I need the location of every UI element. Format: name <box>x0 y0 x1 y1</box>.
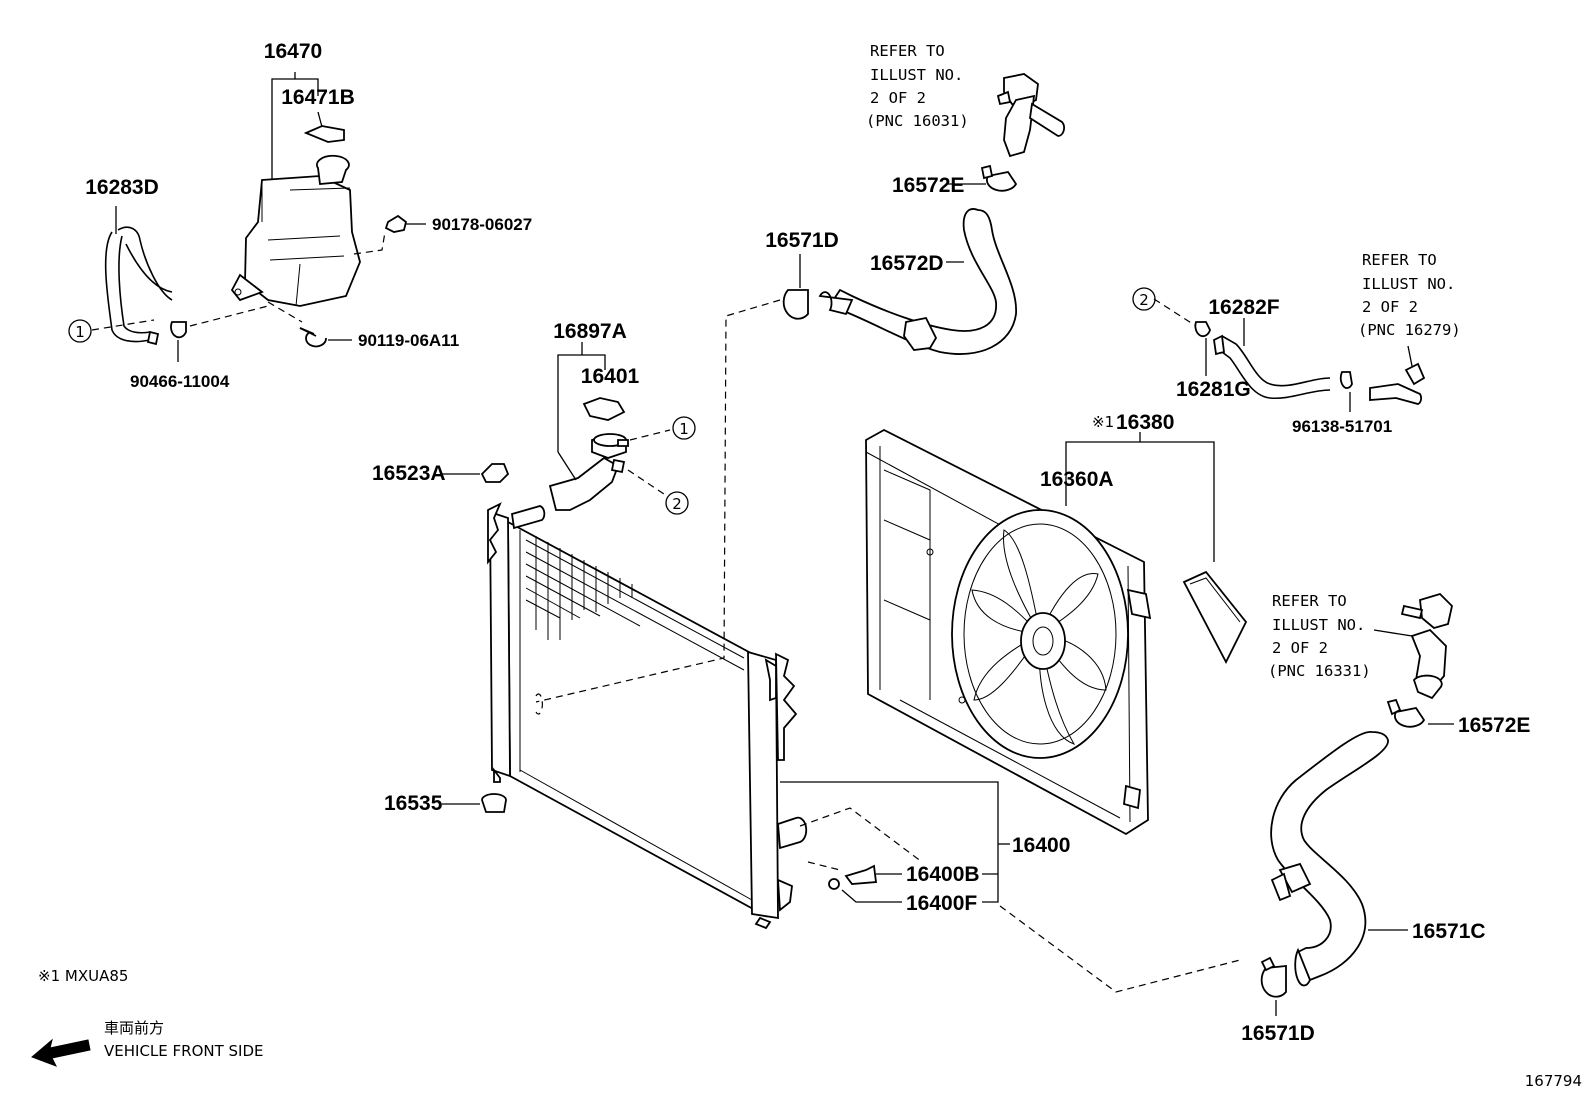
svg-text:REFER TO: REFER TO <box>1272 592 1347 610</box>
svg-text:2: 2 <box>1139 291 1149 309</box>
fan-shroud-assembly <box>865 428 1248 836</box>
fan-motor-hub <box>1020 612 1066 670</box>
part-label-16400F: 16400F <box>906 892 977 915</box>
part-label-16380: 16380 <box>1116 411 1174 434</box>
water-inlet-icon <box>1419 592 1453 629</box>
svg-text:2 OF 2: 2 OF 2 <box>1362 298 1418 316</box>
circle-marker-1-radiator: 1 <box>672 416 696 440</box>
part-label-90178-06027: 90178-06027 <box>432 215 532 234</box>
plug-16523A-icon <box>480 463 510 483</box>
circle-marker-2-bypass: 2 <box>1132 287 1156 311</box>
part-label-16572E-top: 16572E <box>892 174 964 197</box>
lower-hose-assembly <box>1260 592 1454 1016</box>
radiator-assembly <box>440 299 1241 993</box>
radiator-cap-icon <box>582 397 626 421</box>
part-label-16535: 16535 <box>384 792 443 815</box>
refer-note-pnc-16279: REFER TO ILLUST NO. 2 OF 2 (PNC 16279) <box>1358 251 1461 339</box>
part-label-16400: 16400 <box>1012 834 1070 857</box>
part-label-16380-group: ※1 16380 <box>1092 411 1174 434</box>
svg-text:REFER TO: REFER TO <box>1362 251 1437 269</box>
bypass-fitting-icon <box>1369 383 1422 405</box>
illustration-number: 167794 <box>1525 1072 1582 1090</box>
part-label-16523A: 16523A <box>372 462 446 485</box>
part-label-90119-06A11: 90119-06A11 <box>358 331 459 350</box>
clip-icon <box>170 321 187 339</box>
part-label-16571D-bottom: 16571D <box>1241 1022 1315 1045</box>
svg-text:2: 2 <box>672 495 682 513</box>
hose-clamp-16571D-top <box>782 289 809 320</box>
radiator-core <box>507 520 767 918</box>
refer-note-pnc-16031: REFER TO ILLUST NO. 2 OF 2 (PNC 16031) <box>866 42 969 130</box>
hose-clamp-16572E-top <box>986 170 1018 192</box>
drain-cock-icon <box>844 864 878 885</box>
fan-blades <box>971 529 1107 745</box>
part-label-16400B: 16400B <box>906 863 980 886</box>
part-label-16471B: 16471B <box>281 86 355 109</box>
front-arrow-icon <box>31 1038 91 1067</box>
svg-text:2 OF 2: 2 OF 2 <box>870 89 926 107</box>
bypass-hose-assembly <box>1153 298 1426 412</box>
radiator-fins <box>525 536 745 671</box>
lower-radiator-hose <box>1270 731 1389 982</box>
svg-text:ILLUST NO.: ILLUST NO. <box>1272 616 1365 634</box>
vehicle-front-indicator: 車両前方 VEHICLE FRONT SIDE <box>31 1019 264 1067</box>
hose-clamp-16571D-bottom <box>1260 965 1287 998</box>
part-label-16282F: 16282F <box>1208 296 1279 319</box>
svg-text:REFER TO: REFER TO <box>870 42 945 60</box>
svg-text:※1: ※1 <box>1092 413 1114 431</box>
circle-marker-2-radiator: 2 <box>665 491 689 515</box>
part-label-16897A: 16897A <box>553 320 627 343</box>
svg-text:1: 1 <box>679 420 689 438</box>
part-label-16360A: 16360A <box>1040 468 1114 491</box>
nut-icon <box>384 214 408 233</box>
filter-sheet-16380 <box>1182 570 1248 664</box>
radiator-outlet-pipe <box>777 816 808 850</box>
footnote-mxua85: ※1 MXUA85 <box>38 967 128 985</box>
reservoir-tank-assembly <box>91 72 426 362</box>
svg-text:(PNC 16031): (PNC 16031) <box>866 112 969 130</box>
part-label-16571D-top: 16571D <box>765 229 839 252</box>
circle-marker-1-left: 1 <box>68 319 92 343</box>
svg-text:ILLUST NO.: ILLUST NO. <box>1362 275 1455 293</box>
part-label-16281G: 16281G <box>1176 378 1251 401</box>
front-label-en: VEHICLE FRONT SIDE <box>104 1042 264 1060</box>
clip-16281G <box>1194 321 1211 338</box>
part-label-96138-51701: 96138-51701 <box>1292 417 1392 436</box>
part-label-16470: 16470 <box>264 40 322 63</box>
hose-clamp-16572E-right <box>1394 706 1426 728</box>
upper-hose-assembly <box>782 73 1065 355</box>
part-label-16572D: 16572D <box>870 252 944 275</box>
part-label-90466-11004: 90466-11004 <box>130 372 230 391</box>
svg-text:ILLUST NO.: ILLUST NO. <box>870 66 963 84</box>
part-label-16401: 16401 <box>581 365 640 388</box>
hose-16282F <box>1221 335 1331 400</box>
plug-16535-icon <box>481 793 507 813</box>
hose-16283D <box>104 226 173 343</box>
svg-text:1: 1 <box>75 323 85 341</box>
part-label-16571C: 16571C <box>1412 920 1486 943</box>
svg-text:(PNC 16331): (PNC 16331) <box>1268 662 1371 680</box>
front-label-jp: 車両前方 <box>104 1019 164 1037</box>
part-label-16283D: 16283D <box>85 176 159 199</box>
part-label-16572E-right: 16572E <box>1458 714 1530 737</box>
svg-text:(PNC 16279): (PNC 16279) <box>1358 321 1461 339</box>
refer-note-pnc-16331: REFER TO ILLUST NO. 2 OF 2 (PNC 16331) <box>1268 592 1371 680</box>
svg-text:2 OF 2: 2 OF 2 <box>1272 639 1328 657</box>
